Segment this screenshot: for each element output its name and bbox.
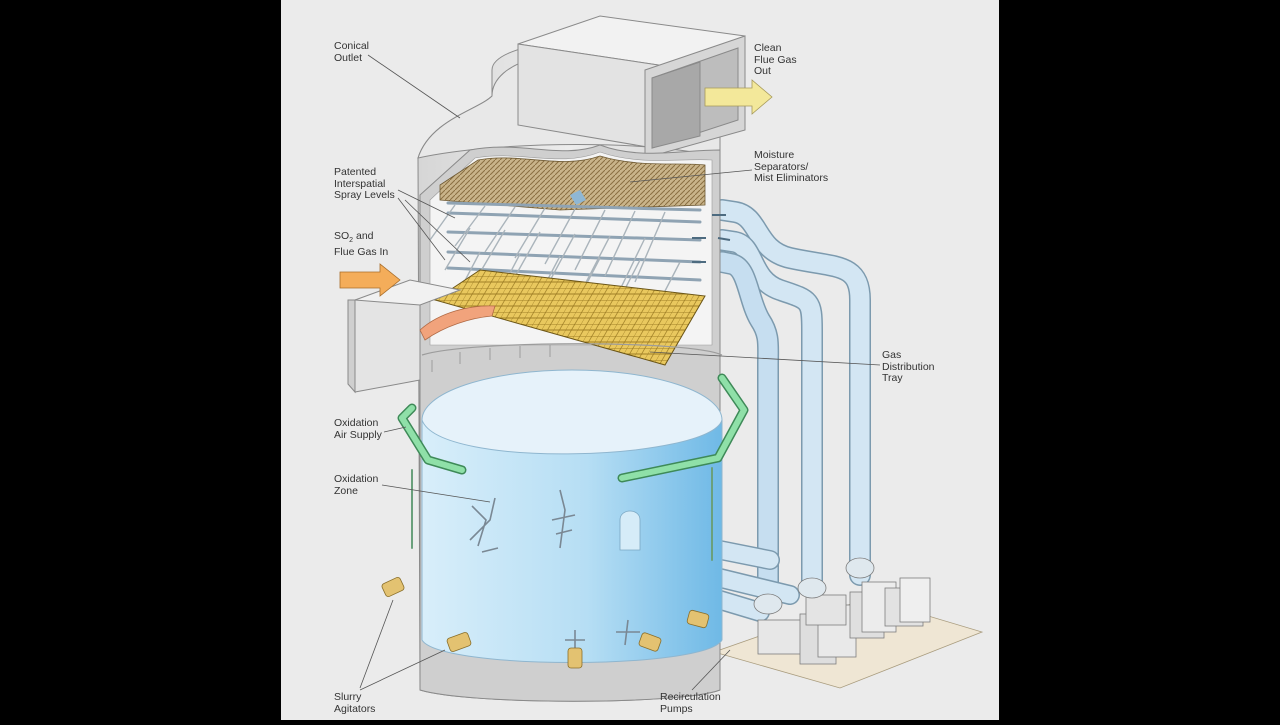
oxidation-zone-slurry bbox=[421, 419, 723, 663]
slurry-agitators bbox=[381, 577, 710, 669]
internal-spargers bbox=[469, 489, 640, 650]
inlet-gas-deflector bbox=[419, 305, 496, 341]
label-moisture-separators: Moisture Separators/ Mist Eliminators bbox=[754, 149, 829, 184]
recirculation-pump-units bbox=[753, 557, 931, 665]
label-patented-spray-levels: Patented Interspatial Spray Levels bbox=[334, 166, 395, 201]
label-oxidation-air-supply: Oxidation Air Supply bbox=[334, 417, 382, 441]
label-gas-distribution-tray: Gas Distribution Tray bbox=[882, 349, 935, 384]
label-oxidation-zone: Oxidation Zone bbox=[334, 473, 379, 497]
label-clean-flue-gas-out: Clean Flue Gas Out bbox=[754, 42, 797, 77]
inlet-duct bbox=[347, 279, 462, 394]
header-fitting bbox=[570, 190, 586, 205]
so2-line2: Flue Gas In bbox=[334, 245, 389, 258]
leader-lines bbox=[359, 54, 881, 691]
mist-eliminator-bed bbox=[439, 155, 706, 211]
so2-prefix: SO bbox=[334, 230, 350, 242]
railing-posts bbox=[431, 345, 551, 372]
recirculation-pipes bbox=[710, 199, 871, 622]
oxidation-air-pipes bbox=[397, 373, 749, 561]
label-slurry-agitators: Slurry Agitators bbox=[334, 691, 376, 715]
spray-levels bbox=[446, 201, 702, 282]
outlet-duct bbox=[517, 15, 746, 159]
label-conical-outlet: Conical Outlet bbox=[334, 40, 370, 64]
label-recirculation-pumps: Recirculation Pumps bbox=[660, 691, 721, 715]
arrow-right-icon bbox=[339, 263, 401, 297]
shell-nozzles bbox=[692, 214, 731, 263]
so2-subscript: 2 bbox=[349, 237, 354, 245]
arrow-right-icon bbox=[704, 79, 773, 115]
so2-suffix: and bbox=[353, 230, 374, 242]
tank-rim-railing bbox=[421, 343, 723, 356]
tank-manway bbox=[619, 510, 641, 551]
